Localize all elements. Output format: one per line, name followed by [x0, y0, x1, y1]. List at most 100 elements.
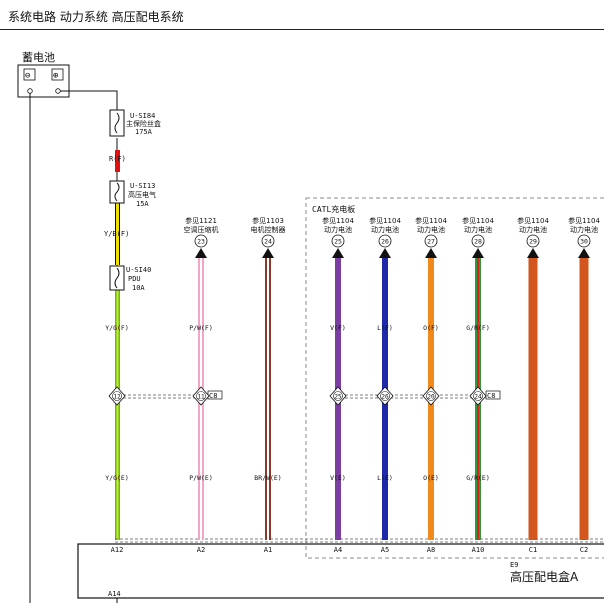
- battery-pos-wire: [60, 90, 118, 110]
- ref-circle-num-1: 23: [197, 238, 205, 246]
- wire-7: [528, 258, 538, 540]
- wire-columns: Y/G(F)Y/G(E)12A1223参见1121空调压缩机P/W(F)P/W(…: [105, 216, 600, 554]
- splice-num-5: 20: [427, 394, 435, 401]
- ref-line2-4: 动力电池: [371, 225, 399, 234]
- pin-label-1: A2: [197, 546, 205, 554]
- ref-line1-2: 参见1103: [252, 216, 284, 225]
- ref-circle-6: [471, 234, 485, 248]
- battery-pos-terminal: [51, 68, 64, 81]
- arrow-7: [527, 248, 539, 258]
- fuse-wire-label-1: R(F): [109, 155, 126, 163]
- splice-circle-5: [426, 391, 436, 401]
- wire-code-bottom-1: P/W(E): [189, 474, 212, 482]
- ref-circle-4: [378, 234, 392, 248]
- box-name: 高压配电盒A: [510, 569, 579, 584]
- box-connector: E9: [510, 561, 518, 569]
- ref-line1-7: 参见1104: [517, 216, 549, 225]
- wire-code-bottom-6: G/R(E): [466, 474, 489, 482]
- wire-code-top-3: V(F): [330, 324, 346, 332]
- ref-line2-2: 电机控制器: [251, 225, 286, 234]
- connector-tag-1: C8: [209, 392, 217, 400]
- ref-circle-num-5: 27: [427, 238, 435, 246]
- fuse-wire-label-2: Y/B(F): [104, 230, 129, 238]
- wire-code-bottom-5: O(E): [423, 474, 439, 482]
- fuse-3: U-SI40 PDU 10A: [109, 265, 151, 292]
- wire-code-bottom-0: Y/G(E): [105, 474, 128, 482]
- wire-stripe-2: [267, 258, 269, 540]
- box-extra-pin: A14: [108, 590, 121, 598]
- fuse-3-name: PDU: [128, 275, 141, 283]
- fuse-1-name: 主保险丝盒: [126, 119, 161, 128]
- connector-tag-2-box: [485, 390, 501, 400]
- arrow-5: [425, 248, 437, 258]
- ref-line2-1: 空调压缩机: [184, 225, 219, 234]
- ref-line1-1: 参见1121: [185, 216, 217, 225]
- ref-line2-6: 动力电池: [464, 225, 492, 234]
- fuse-chain: [115, 138, 120, 540]
- arrow-8: [578, 248, 590, 258]
- wire-8: [579, 258, 589, 540]
- ref-circle-num-8: 30: [580, 238, 588, 246]
- page-title: 系统电路 动力系统 高压配电系统: [8, 10, 184, 24]
- ref-circle-num-7: 29: [529, 238, 537, 246]
- pin-label-5: A8: [427, 546, 435, 554]
- wire-code-bottom-4: L(E): [377, 474, 393, 482]
- pin-label-3: A4: [334, 546, 342, 554]
- page-header: 系统电路 动力系统 高压配电系统: [0, 0, 604, 30]
- pin-label-2: A1: [264, 546, 272, 554]
- splice-circle-4: [380, 391, 390, 401]
- ref-line1-4: 参见1104: [369, 216, 401, 225]
- wire-code-bottom-2: BR/W(E): [254, 474, 281, 482]
- ref-circle-num-6: 28: [474, 238, 482, 246]
- ref-line1-8: 参见1104: [568, 216, 600, 225]
- arrow-2: [262, 248, 274, 258]
- battery-pos-symbol: ⊕: [53, 71, 58, 81]
- ref-circle-num-4: 26: [381, 238, 389, 246]
- catl-group-box: [305, 197, 604, 559]
- wire-code-top-5: O(F): [423, 324, 439, 332]
- splice-circle-1: [196, 391, 206, 401]
- fuse-3-rating: 10A: [132, 284, 145, 292]
- arrow-4: [379, 248, 391, 258]
- ref-circle-num-3: 25: [334, 238, 342, 246]
- splice-num-3: 25: [334, 394, 342, 401]
- wire-code-bottom-3: V(E): [330, 474, 346, 482]
- wire-code-top-4: L(F): [377, 324, 393, 332]
- battery-neg-terminal: [23, 68, 36, 81]
- pin-label-4: A5: [381, 546, 389, 554]
- fuse-1-rating: 175A: [135, 128, 153, 136]
- fuse-1: U-SI84 主保险丝盒 175A: [109, 109, 161, 137]
- catl-group-label: CATL充电板: [312, 204, 355, 214]
- splice-circle-3: [333, 391, 343, 401]
- splice-num-6: 24: [474, 394, 482, 401]
- battery-pos-node: [55, 88, 61, 94]
- wire-code-top-1: P/W(F): [189, 324, 212, 332]
- fuse-2: U-SI13 高压电气 15A: [109, 180, 156, 208]
- pin-label-7: C1: [529, 546, 537, 554]
- ref-circle-5: [424, 234, 438, 248]
- pin-label-6: A10: [472, 546, 485, 554]
- ref-line2-5: 动力电池: [417, 225, 445, 234]
- arrow-6: [472, 248, 484, 258]
- splice-num-1: 11: [197, 394, 205, 401]
- ref-circle-3: [331, 234, 345, 248]
- fuse-3-id: U-SI40: [126, 266, 151, 274]
- splice-num-0: 12: [113, 394, 121, 401]
- pin-label-8: C2: [580, 546, 588, 554]
- splice-num-4: 26: [381, 394, 389, 401]
- connector-tag-2: C8: [487, 392, 495, 400]
- battery-neg-node: [27, 88, 33, 94]
- fuse-1-id: U-SI84: [130, 112, 155, 120]
- ref-circle-2: [261, 234, 275, 248]
- fuse-2-name: 高压电气: [128, 190, 156, 199]
- ref-line2-3: 动力电池: [324, 225, 352, 234]
- battery-label: 蓄电池: [22, 51, 55, 64]
- splice-circle-0: [112, 391, 122, 401]
- ref-line1-6: 参见1104: [462, 216, 494, 225]
- ref-circle-1: [194, 234, 208, 248]
- ref-line2-7: 动力电池: [519, 225, 547, 234]
- ref-line1-3: 参见1104: [322, 216, 354, 225]
- ref-circle-7: [526, 234, 540, 248]
- battery-neg-symbol: ⊖: [25, 71, 30, 81]
